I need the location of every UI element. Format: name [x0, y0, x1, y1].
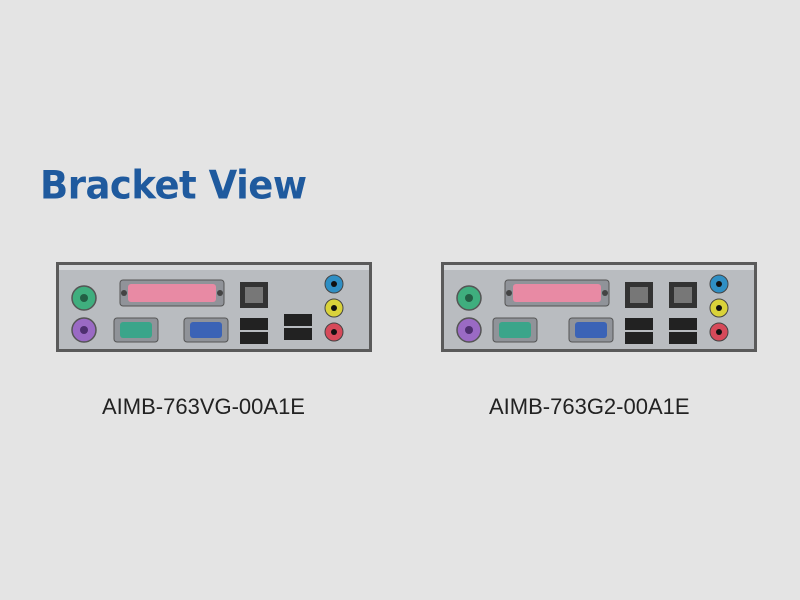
bracket-image-vg — [56, 262, 372, 352]
parallel-port-icon — [504, 279, 610, 307]
bracket-image-g2 — [441, 262, 757, 352]
lan-port-icon — [240, 282, 268, 308]
parallel-port-icon — [119, 279, 225, 307]
ps2-keyboard-port-icon — [71, 317, 97, 343]
audio-jack-icon — [324, 274, 344, 342]
usb-port-icon — [625, 318, 697, 344]
lan-port-icon — [625, 282, 697, 308]
ps2-mouse-port-icon — [71, 285, 97, 311]
audio-jack-icon — [709, 274, 729, 342]
product-model-label: AIMB-763G2-00A1E — [489, 394, 690, 419]
product-model-label: AIMB-763VG-00A1E — [102, 394, 305, 419]
vga-port-icon — [183, 317, 229, 343]
ps2-keyboard-port-icon — [456, 317, 482, 343]
usb-port-icon — [240, 314, 312, 344]
serial-port-icon — [113, 317, 159, 343]
ps2-mouse-port-icon — [456, 285, 482, 311]
page-title: Bracket View — [40, 163, 307, 209]
serial-port-icon — [492, 317, 538, 343]
vga-port-icon — [568, 317, 614, 343]
